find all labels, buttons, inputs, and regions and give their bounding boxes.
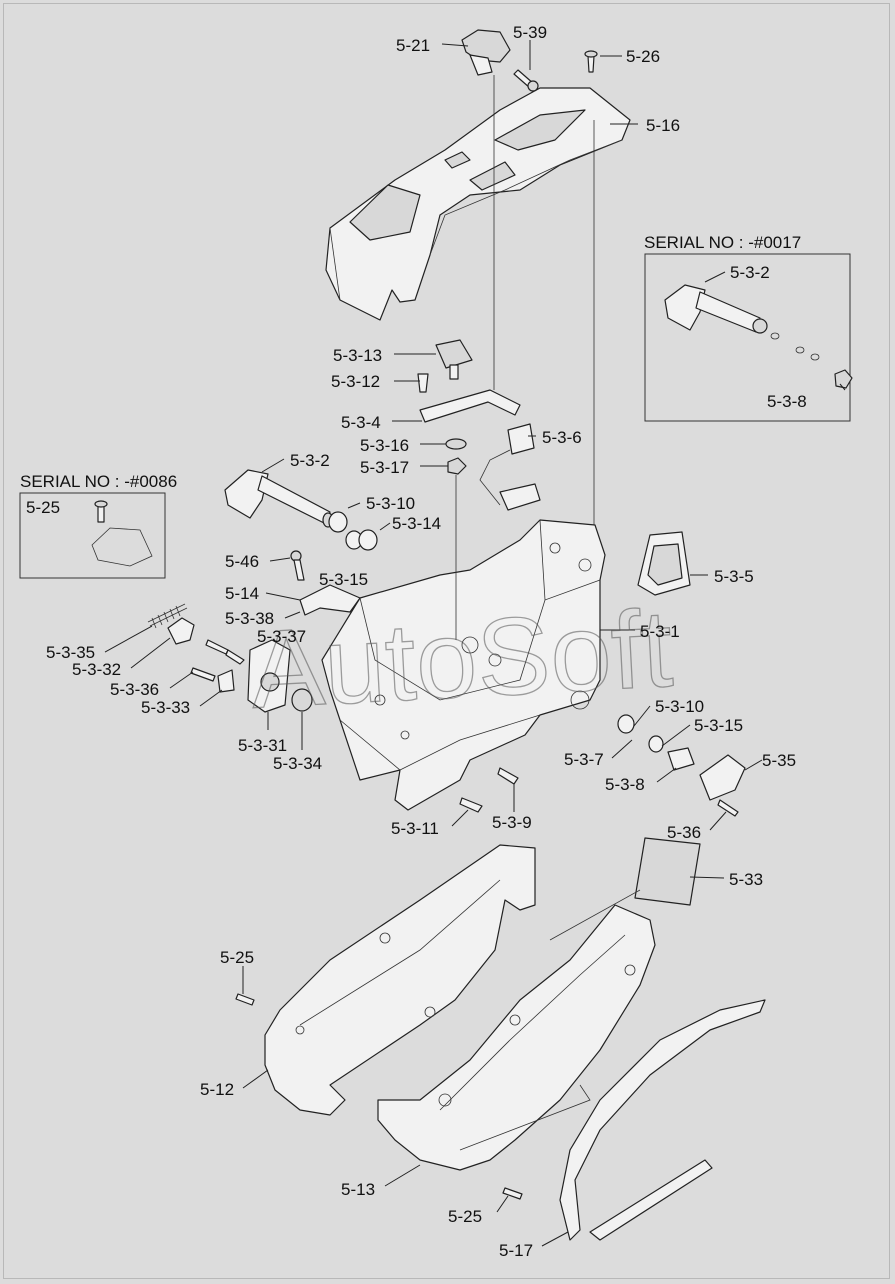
serial-note-left: SERIAL NO : -#0086 (20, 472, 177, 491)
part-label: 5-3-10 (366, 494, 415, 513)
main-frame-part (321, 519, 606, 811)
washer-right (648, 735, 664, 753)
bracket-serial-left (91, 500, 153, 567)
bushing-right (617, 714, 635, 734)
part-label: 5-12 (200, 1080, 234, 1099)
part-label: 5-33 (729, 870, 763, 889)
part-label: 5-3-2 (730, 263, 770, 282)
part-label: 5-3-8 (605, 775, 645, 794)
leader-lines (104, 40, 846, 1247)
serial-box-left (19, 492, 166, 579)
part-label: 5-3-12 (331, 372, 380, 391)
seal-part (637, 531, 691, 596)
serial-note-right: SERIAL NO : -#0017 (644, 233, 801, 252)
switch-part (479, 423, 541, 511)
spring-part (147, 603, 188, 629)
part-label: 5-17 (499, 1241, 533, 1260)
link-5-14 (290, 550, 361, 616)
part-label: 5-3-10 (655, 697, 704, 716)
bolt-5-3-11 (459, 797, 483, 813)
frame-border (3, 3, 890, 1279)
panel-5-12 (264, 844, 536, 1116)
panel-5-13 (377, 904, 656, 1171)
part-label: 5-14 (225, 584, 259, 603)
part-label: 5-46 (225, 552, 259, 571)
part-label: 5-36 (667, 823, 701, 842)
plate-5-33 (634, 837, 701, 906)
screw-5-25-a (235, 993, 255, 1006)
screw-5-36 (717, 799, 739, 817)
watermark: AutoSoft (248, 587, 676, 732)
bracket-5-3-2-main (224, 469, 334, 528)
part-label: 5-25 (220, 948, 254, 967)
bolt-5-39 (513, 69, 539, 92)
part-label: 5-3-5 (714, 567, 754, 586)
part-label: 5-25 (26, 498, 60, 517)
part-label: 5-3-16 (360, 436, 409, 455)
strip-5-17-tail (589, 1159, 713, 1241)
part-label: 5-3-32 (72, 660, 121, 679)
serial-box-right (644, 253, 851, 422)
bracket-5-3-2-variant (664, 284, 853, 389)
part-label: 5-3-9 (492, 813, 532, 832)
cover-5-35 (699, 754, 746, 801)
part-label: 5-3-14 (392, 514, 441, 533)
bolts-5-3-36-38 (190, 639, 245, 693)
part-label: 5-3-33 (141, 698, 190, 717)
part-label: 5-3-6 (542, 428, 582, 447)
plate-5-3-31 (247, 639, 313, 713)
part-label: 5-3-34 (273, 754, 322, 773)
part-label: 5-13 (341, 1180, 375, 1199)
bolt-5-26 (584, 50, 598, 73)
bolt-5-3-9 (497, 767, 519, 785)
part-label: 5-3-15 (319, 570, 368, 589)
part-label: 5-3-31 (238, 736, 287, 755)
part-label: 5-3-15 (694, 716, 743, 735)
bushing-5-3-10 (328, 511, 348, 533)
screw-5-25-b (502, 1187, 523, 1200)
bolt-right (667, 747, 695, 771)
part-label: 5-3-35 (46, 643, 95, 662)
ring-5-3-14 (358, 529, 378, 551)
part-label: 5-3-2 (290, 451, 330, 470)
part-label: 5-3-8 (767, 392, 807, 411)
part-label: 5-21 (396, 36, 430, 55)
lever-5-3-32 (167, 617, 195, 645)
console-cover-part (325, 87, 631, 321)
lever-assembly (417, 339, 521, 475)
part-label: 5-3-13 (333, 346, 382, 365)
part-label: 5-16 (646, 116, 680, 135)
part-label: 5-39 (513, 23, 547, 42)
part-label: 5-3-36 (110, 680, 159, 699)
part-label: 5-3-1 (640, 622, 680, 641)
part-label: 5-3-37 (257, 627, 306, 646)
part-label: 5-3-4 (341, 413, 381, 432)
part-label: 5-3-11 (391, 819, 439, 838)
part-label: 5-25 (448, 1207, 482, 1226)
part-label: 5-3-17 (360, 458, 409, 477)
part-label: 5-26 (626, 47, 660, 66)
part-label: 5-35 (762, 751, 796, 770)
part-labels: 5-21 5-39 5-26 5-16 5-3-2 5-3-8 5-3-13 5… (26, 23, 807, 1260)
part-label: 5-3-7 (564, 750, 604, 769)
part-label: 5-3-38 (225, 609, 274, 628)
knob-part (461, 29, 511, 76)
strip-5-17 (559, 999, 766, 1241)
